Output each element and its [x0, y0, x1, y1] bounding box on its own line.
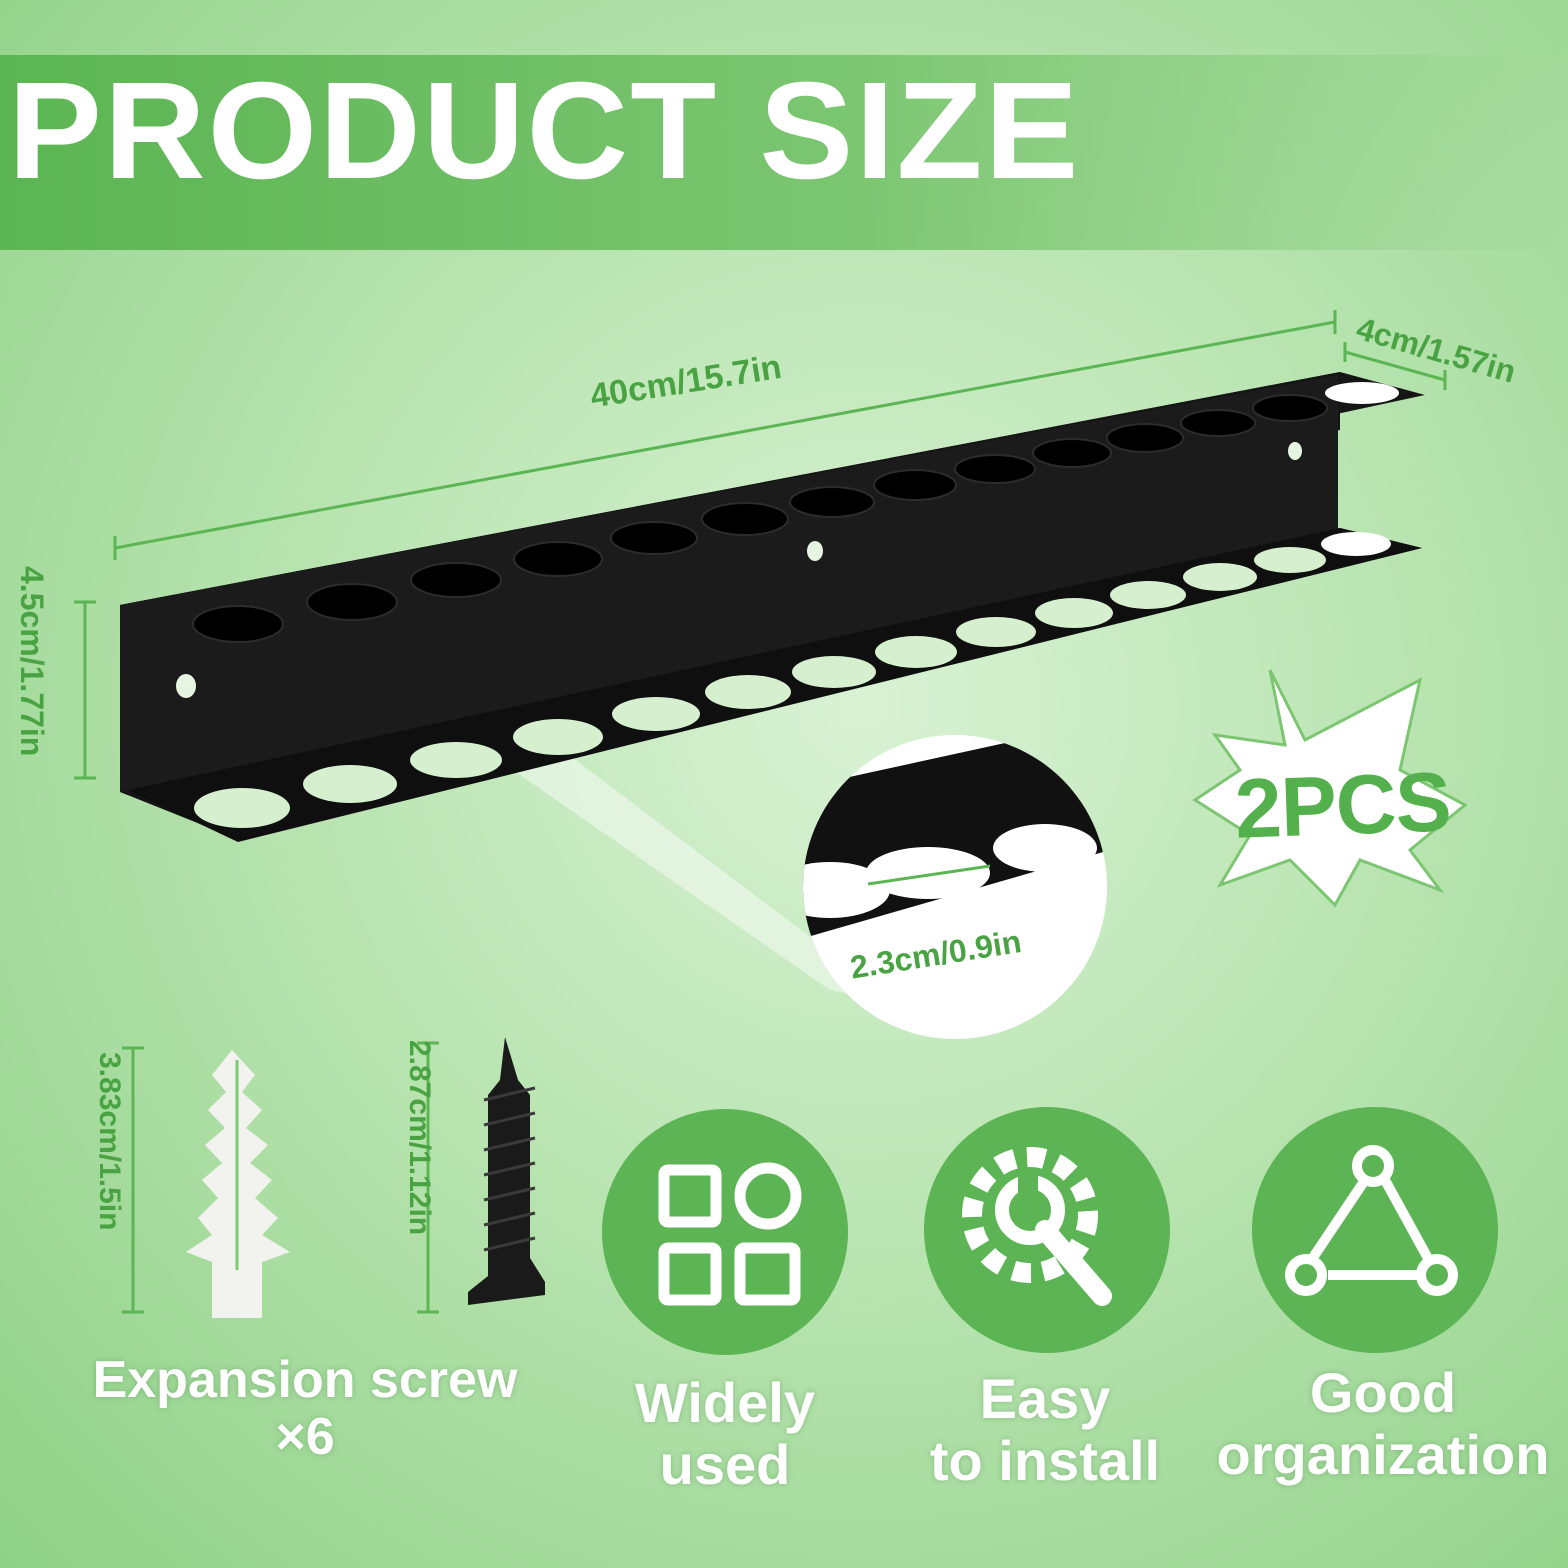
- accessory-label-line1: Expansion screw: [92, 1351, 518, 1409]
- gear-wrench-icon: [962, 1147, 1112, 1306]
- mounting-holes: [176, 442, 1302, 698]
- feature-label-line2: organization: [1216, 1422, 1550, 1486]
- height-label: 4.5cm/1.77in: [14, 566, 50, 757]
- title-banner: [0, 55, 1568, 250]
- anchor-length-label: 3.83cm/1.5in: [93, 1052, 126, 1231]
- triangle-nodes-icon: [1285, 1145, 1458, 1296]
- feature-circle-widely-used: [602, 1109, 848, 1355]
- feature-label-line2: to install: [929, 1428, 1161, 1492]
- feature-label-organization: Good organization: [1198, 1362, 1568, 1485]
- accessory-label-line2: ×6: [275, 1408, 335, 1467]
- length-dimension-line: [113, 310, 1337, 560]
- screw-image: [468, 1037, 545, 1305]
- zoom-circle: [803, 735, 1107, 1039]
- feature-label-easy-install: Easy to install: [900, 1368, 1190, 1491]
- height-dimension-line: [74, 600, 96, 780]
- feature-label-widely-used: Widely used: [580, 1372, 870, 1495]
- screw-length-label: 2.87cm/1.12in: [403, 1040, 436, 1236]
- accessory-label: Expansion screw ×6: [80, 1351, 530, 1467]
- wall-anchor-image: [186, 1050, 290, 1318]
- badge-starburst: [1192, 669, 1468, 908]
- top-holes: [192, 394, 1328, 643]
- feature-circle-organization: [1252, 1107, 1498, 1353]
- feature-label-line2: used: [659, 1432, 791, 1496]
- screw-dimension-line: [417, 1041, 439, 1314]
- feature-label-line1: Widely: [635, 1371, 815, 1434]
- bottom-holes: [194, 532, 1391, 828]
- anchor-dimension-line: [122, 1046, 144, 1314]
- depth-dimension-line: [1343, 342, 1447, 390]
- feature-label-line1: Good: [1309, 1361, 1457, 1424]
- page-title: PRODUCT SIZE: [8, 54, 1081, 208]
- grid-shapes-icon: [658, 1162, 802, 1306]
- feature-label-line1: Easy: [979, 1367, 1111, 1430]
- quantity-badge: 2PCS: [1233, 754, 1452, 856]
- top-end-hole: [1325, 382, 1399, 404]
- zoom-cone: [510, 748, 900, 1005]
